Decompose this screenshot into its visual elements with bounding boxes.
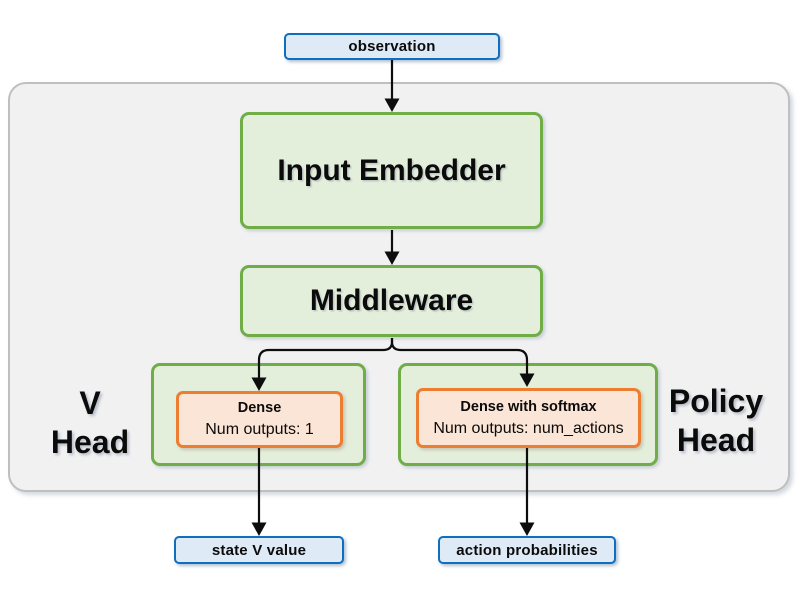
v-head-label: V Head bbox=[26, 384, 154, 462]
policy-head-label-line2: Head bbox=[676, 422, 756, 458]
action-probabilities-label: action probabilities bbox=[456, 541, 598, 559]
node-action-probabilities: action probabilities bbox=[438, 536, 616, 564]
v-dense-title: Dense bbox=[237, 400, 282, 416]
node-v-dense: Dense Num outputs: 1 bbox=[176, 391, 343, 448]
node-input-embedder: Input Embedder bbox=[240, 112, 543, 229]
input-embedder-label: Input Embedder bbox=[277, 153, 506, 187]
v-dense-subtitle: Num outputs: 1 bbox=[205, 421, 314, 438]
policy-dense-subtitle: Num outputs: num_actions bbox=[433, 419, 624, 437]
node-middleware: Middleware bbox=[240, 265, 543, 337]
node-state-v-value: state V value bbox=[174, 536, 344, 564]
v-head-label-line1: V bbox=[79, 385, 101, 421]
v-head-label-line2: Head bbox=[50, 424, 130, 460]
observation-label: observation bbox=[348, 38, 436, 55]
node-observation: observation bbox=[284, 33, 500, 60]
middleware-label: Middleware bbox=[309, 284, 474, 317]
policy-head-label: Policy Head bbox=[652, 382, 780, 460]
policy-head-label-line1: Policy bbox=[668, 383, 764, 419]
policy-dense-title: Dense with softmax bbox=[460, 398, 597, 415]
node-policy-dense: Dense with softmax Num outputs: num_acti… bbox=[416, 388, 641, 448]
state-v-value-label: state V value bbox=[211, 541, 307, 559]
